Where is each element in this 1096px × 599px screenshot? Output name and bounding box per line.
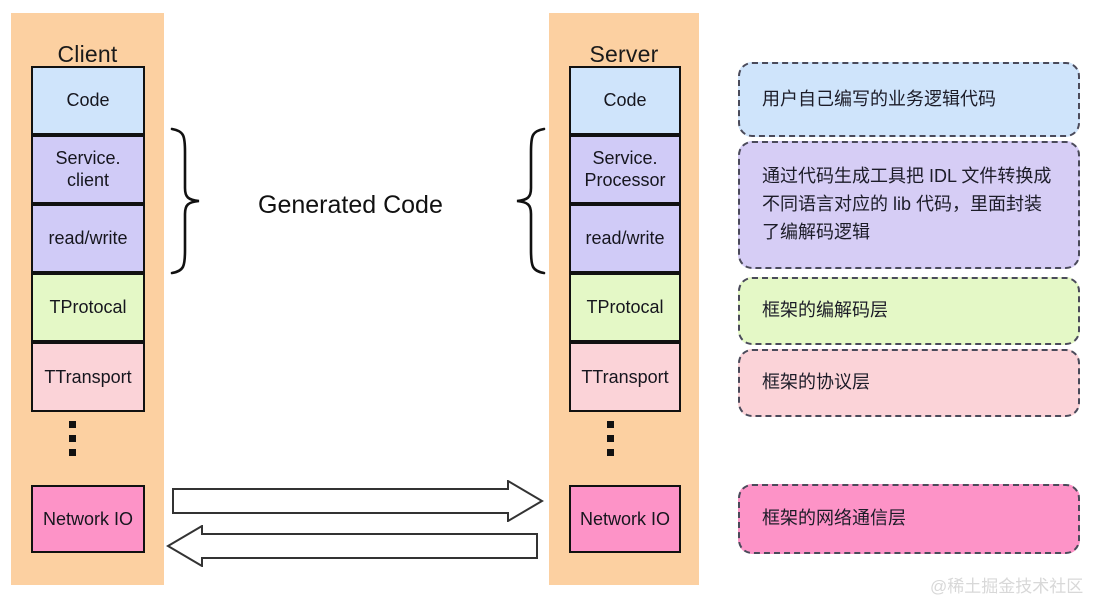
right-brace-icon — [516, 127, 546, 275]
client-layer-ttransport-label: TTransport — [44, 366, 132, 387]
legend-network-text: 框架的网络通信层 — [762, 508, 906, 529]
client-layer-readwrite[interactable]: read/write — [31, 204, 145, 273]
client-panel-title: Client — [57, 41, 118, 67]
server-layer-network-io-label: Network IO — [579, 508, 671, 529]
server-panel-title: Server — [589, 41, 659, 67]
legend-network[interactable]: 框架的网络通信层 — [738, 484, 1080, 554]
server-layer-network-io[interactable]: Network IO — [569, 485, 681, 553]
client-layer-service-label: Service. client — [55, 148, 121, 190]
legend-protocol[interactable]: 框架的编解码层 — [738, 277, 1080, 345]
client-layer-readwrite-label: read/write — [48, 228, 128, 249]
server-layer-tprotocal-label: TProtocal — [586, 297, 664, 318]
server-layer-ttransport-label: TTransport — [581, 366, 669, 387]
client-layer-code[interactable]: Code — [31, 66, 145, 135]
response-arrow — [166, 525, 538, 567]
server-layer-service[interactable]: Service. Processor — [569, 135, 681, 204]
client-ellipsis-icon — [69, 421, 76, 456]
client-layer-service[interactable]: Service. client — [31, 135, 145, 204]
server-layer-service-label: Service. Processor — [584, 148, 666, 190]
client-layer-ttransport[interactable]: TTransport — [31, 342, 145, 412]
request-arrow — [172, 480, 544, 522]
server-layer-tprotocal[interactable]: TProtocal — [569, 273, 681, 342]
server-layer-readwrite-label: read/write — [585, 228, 665, 249]
legend-code-text: 用户自己编写的业务逻辑代码 — [762, 88, 996, 109]
client-layer-code-label: Code — [66, 90, 110, 111]
server-layer-code-label: Code — [603, 90, 647, 111]
legend-transport[interactable]: 框架的协议层 — [738, 349, 1080, 417]
legend-generated-text: 通过代码生成工具把 IDL 文件转换成不同语言对应的 lib 代码，里面封装了编… — [762, 166, 1052, 242]
client-layer-tprotocal[interactable]: TProtocal — [31, 273, 145, 342]
client-layer-network-io[interactable]: Network IO — [31, 485, 145, 553]
server-layer-code[interactable]: Code — [569, 66, 681, 135]
legend-protocol-text: 框架的编解码层 — [762, 300, 888, 321]
legend-transport-text: 框架的协议层 — [762, 372, 870, 393]
server-layer-ttransport[interactable]: TTransport — [569, 342, 681, 412]
left-brace-icon — [170, 127, 200, 275]
client-layer-network-io-label: Network IO — [42, 508, 134, 529]
server-layer-readwrite[interactable]: read/write — [569, 204, 681, 273]
client-layer-tprotocal-label: TProtocal — [49, 297, 127, 318]
legend-generated[interactable]: 通过代码生成工具把 IDL 文件转换成不同语言对应的 lib 代码，里面封装了编… — [738, 141, 1080, 269]
legend-code[interactable]: 用户自己编写的业务逻辑代码 — [738, 62, 1080, 137]
generated-code-label: Generated Code — [258, 191, 443, 219]
watermark: @稀土掘金技术社区 — [930, 577, 1084, 596]
server-ellipsis-icon — [607, 421, 614, 456]
